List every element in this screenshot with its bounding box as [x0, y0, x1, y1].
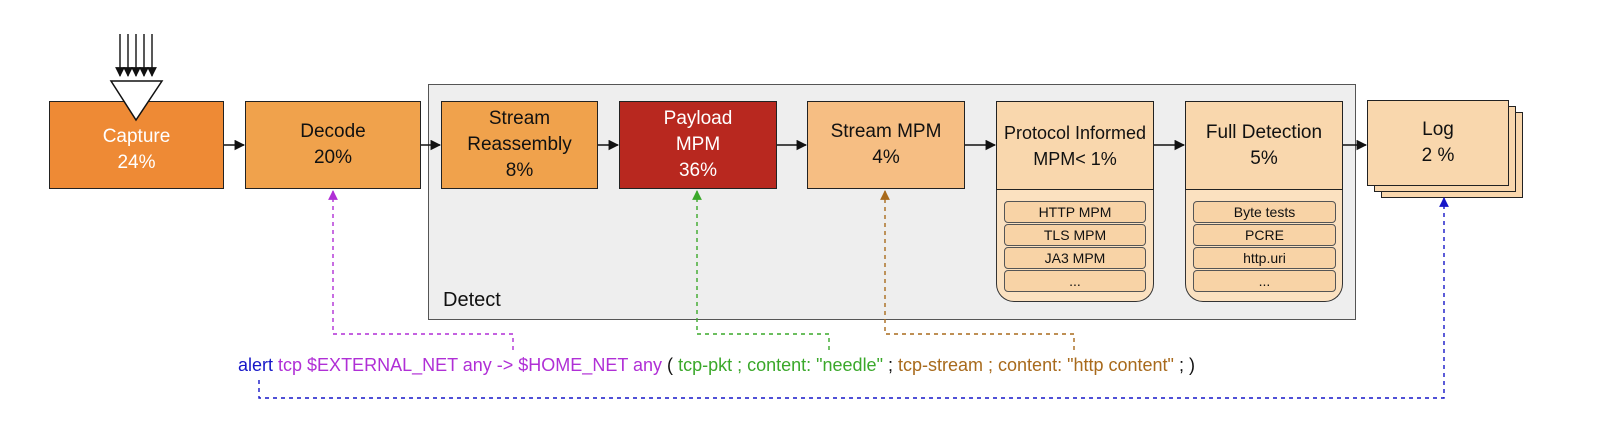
rule-open-paren: ( [667, 355, 674, 375]
detection-item: PCRE [1193, 224, 1336, 246]
rule-separator: ; [887, 355, 893, 375]
capture-stage: Capture 24% [49, 101, 224, 189]
dashed-link-decode [328, 190, 514, 350]
detect-label: Detect [443, 289, 501, 311]
protocol-item: ... [1004, 270, 1146, 292]
capture-stage-pct: 24% [117, 152, 156, 173]
capture-stage-name: Capture [102, 126, 171, 147]
rule-header: tcp $EXTERNAL_NET any -> $HOME_NET any [278, 355, 663, 375]
dashed-link-stream-mpm [880, 190, 1075, 350]
log-name: Log [1422, 119, 1454, 140]
rule-tcp-stream-option: tcp-stream ; content: "http content" [898, 355, 1174, 375]
log-stage: Log 2 % [1367, 100, 1509, 186]
protocol-item: HTTP MPM [1004, 201, 1146, 223]
stream-reassembly-stage: Stream Reassembly 8% [441, 101, 598, 189]
detection-item: ... [1193, 270, 1336, 292]
rule-action: alert [238, 355, 274, 375]
protocol-informed-line1: Protocol Informed [1003, 122, 1147, 143]
decode-stage: Decode 20% [245, 101, 421, 189]
rule-text: alert tcp $EXTERNAL_NET any -> $HOME_NET… [238, 355, 1195, 376]
payload-mpm-line1: Payload [663, 108, 733, 129]
protocol-informed-stage: Protocol Informed MPM< 1% [996, 101, 1154, 190]
stream-reassembly-line1: Stream [488, 108, 551, 129]
detection-item: Byte tests [1193, 201, 1336, 223]
dashed-link-log [258, 197, 1449, 399]
detection-item: http.uri [1193, 247, 1336, 269]
stream-mpm-pct: 4% [872, 147, 900, 168]
full-detection-stage: Full Detection 5% [1185, 101, 1343, 190]
packet-input-arrows-icon [115, 34, 157, 77]
payload-mpm-line2: MPM [675, 134, 721, 155]
full-detection-name: Full Detection [1205, 121, 1323, 143]
decode-stage-pct: 20% [313, 147, 353, 168]
log-pct: 2 % [1421, 145, 1455, 166]
funnel-triangle-icon [109, 80, 164, 122]
protocol-informed-line2: MPM< 1% [1033, 148, 1117, 169]
payload-mpm-stage: Payload MPM 36% [619, 101, 777, 189]
full-detection-pct: 5% [1250, 147, 1278, 169]
decode-stage-name: Decode [300, 121, 366, 142]
protocol-item: TLS MPM [1004, 224, 1146, 246]
protocol-item: JA3 MPM [1004, 247, 1146, 269]
stream-reassembly-pct: 8% [505, 160, 534, 181]
stream-mpm-stage: Stream MPM 4% [807, 101, 965, 189]
dashed-link-payload-mpm [692, 190, 830, 350]
stream-reassembly-line2: Reassembly [467, 134, 572, 155]
rule-tcp-pkt-option: tcp-pkt ; content: "needle" [678, 355, 883, 375]
rule-close: ; ) [1178, 355, 1195, 375]
payload-mpm-pct: 36% [678, 160, 718, 181]
stream-mpm-name: Stream MPM [830, 121, 942, 142]
